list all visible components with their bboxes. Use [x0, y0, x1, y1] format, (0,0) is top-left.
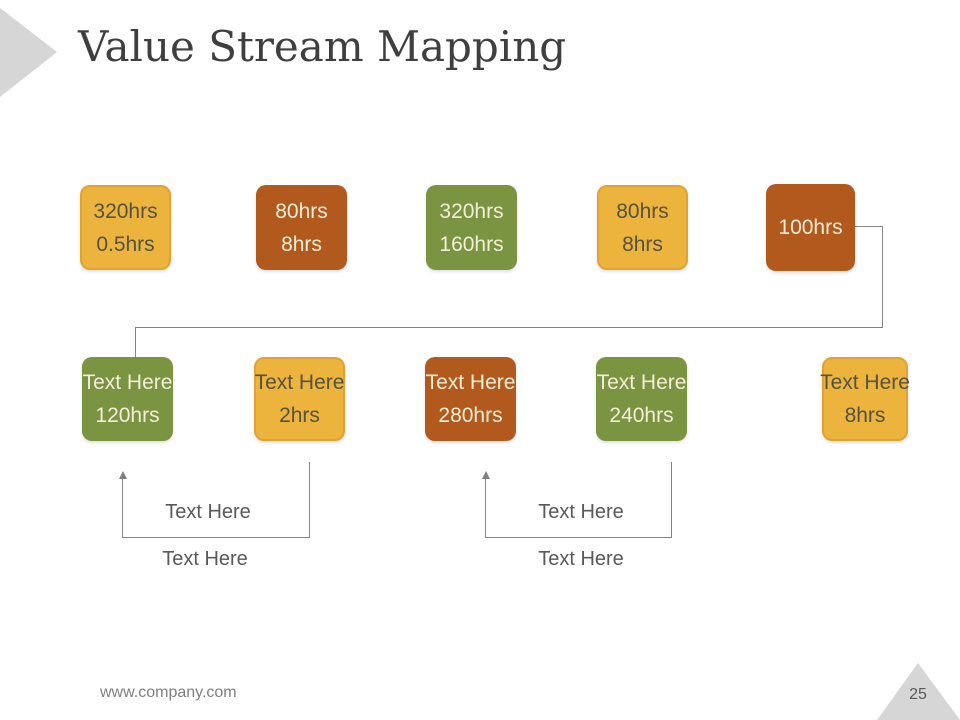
- box-value-2: 240hrs: [609, 404, 674, 427]
- process-box-bottom-4: Text Here 240hrs: [596, 357, 687, 441]
- box-value-1: Text Here: [425, 371, 516, 394]
- process-box-top-4: 80hrs 8hrs: [597, 185, 688, 270]
- connector-segment-right-horizontal: [855, 226, 882, 227]
- connector-segment-right-vertical: [882, 226, 883, 327]
- callout2-below-label: Text Here: [538, 548, 624, 570]
- callout1-left-vertical: [122, 479, 123, 537]
- box-value-2: 160hrs: [439, 232, 504, 256]
- callout2-arrow-up-icon: [482, 471, 490, 479]
- callout2-left-vertical: [485, 479, 486, 537]
- process-box-bottom-3: Text Here 280hrs: [425, 357, 516, 441]
- accent-triangle-bottom-right: [877, 663, 960, 720]
- callout1-bottom-horizontal: [122, 537, 310, 538]
- process-box-bottom-1: Text Here 120hrs: [82, 357, 173, 441]
- box-value-1: 80hrs: [616, 199, 669, 223]
- callout1-arrow-up-icon: [119, 471, 127, 479]
- process-box-top-5: 100hrs: [766, 184, 855, 271]
- process-box-top-1: 320hrs 0.5hrs: [80, 185, 171, 270]
- box-value-1: 80hrs: [275, 199, 328, 223]
- connector-segment-left-vertical: [135, 327, 136, 357]
- callout1-inside-label: Text Here: [165, 501, 251, 523]
- box-value-2: 8hrs: [844, 404, 886, 427]
- callout2-right-vertical: [671, 462, 672, 537]
- box-value-2: 120hrs: [95, 404, 160, 427]
- box-value-1: 320hrs: [439, 199, 504, 223]
- callout2-bottom-horizontal: [485, 537, 672, 538]
- box-value-1: 100hrs: [778, 216, 843, 239]
- process-box-bottom-2: Text Here 2hrs: [254, 357, 345, 441]
- process-box-bottom-5: Text Here 8hrs: [820, 357, 910, 441]
- box-value-2: 280hrs: [438, 404, 503, 427]
- callout1-right-vertical: [309, 462, 310, 537]
- callout2-inside-label: Text Here: [538, 501, 624, 523]
- box-value-1: Text Here: [254, 371, 345, 394]
- box-value-2: 8hrs: [281, 232, 322, 256]
- page-number: 25: [909, 686, 927, 703]
- box-value-2: 2hrs: [279, 404, 320, 427]
- accent-triangle-top-left: [0, 8, 57, 97]
- process-box-top-2: 80hrs 8hrs: [256, 185, 347, 270]
- box-value-1: Text Here: [820, 371, 910, 394]
- box-value-1: Text Here: [82, 371, 173, 394]
- box-value-1: Text Here: [596, 371, 687, 394]
- box-value-2: 0.5hrs: [96, 232, 155, 256]
- page-title: Value Stream Mapping: [78, 22, 567, 71]
- box-value-1: 320hrs: [93, 199, 158, 223]
- box-value-2: 8hrs: [622, 232, 663, 256]
- callout1-below-label: Text Here: [162, 548, 248, 570]
- footer-website-url: www.company.com: [100, 684, 237, 701]
- connector-segment-long-horizontal: [135, 327, 883, 328]
- process-box-top-3: 320hrs 160hrs: [426, 185, 517, 270]
